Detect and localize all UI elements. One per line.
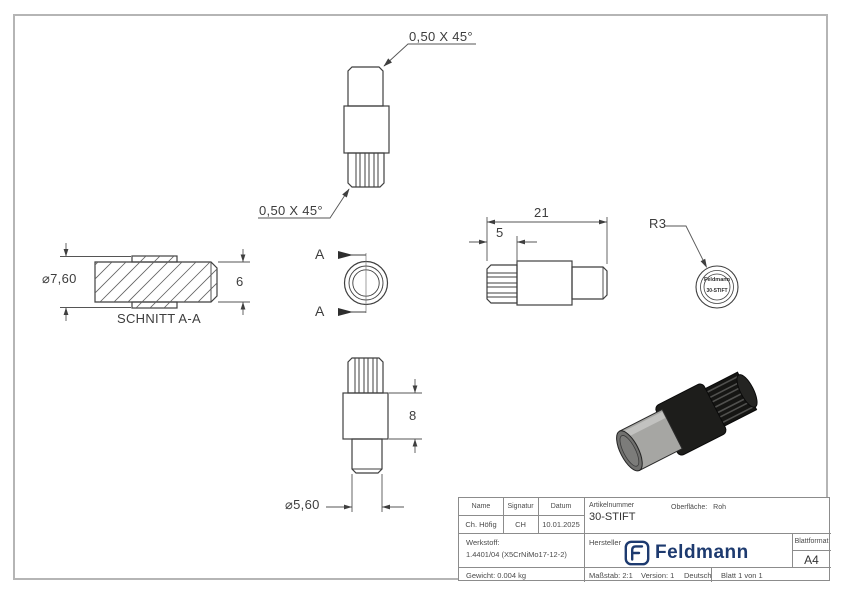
tb-divider [538,498,539,533]
feldmann-logo-icon [624,540,650,565]
tb-blattformat-value: A4 [804,553,819,567]
tb-werkstoff-value: 1.4401/04 (X5CrNiMo17-12-2) [466,550,567,559]
dim-knurl-length: 5 [496,225,504,240]
section-title: SCHNITT A-A [117,311,201,326]
tb-datum-value: 10.01.2025 [542,520,580,529]
tb-blatt: Blatt 1 von 1 [721,571,763,580]
tb-artikelnummer-label: Artikelnummer [589,502,635,509]
chamfer-callout-bottom: 0,50 X 45° [259,203,323,218]
tb-signatur-label: Signatur [507,503,534,510]
tb-oberflaeche: Oberfläche: Roh [671,504,726,511]
feldmann-logo-text: Feldmann [655,541,749,563]
tb-divider [584,498,585,582]
engraving-brand: Feldmann [704,277,730,283]
tb-divider [459,515,584,516]
section-mark-top: A [315,246,325,262]
dim-mid-height: 8 [409,408,417,423]
tb-massstab: Maßstab: 2:1 [589,571,633,580]
tb-divider [459,533,831,534]
tb-hersteller-label: Hersteller [589,538,622,547]
sheet-frame [13,14,828,580]
tb-artikelnummer-value: 30-STIFT [589,511,636,523]
dim-outer-diameter: ⌀7,60 [42,271,77,286]
dim-body-height: 6 [236,274,244,289]
tb-divider [792,533,793,567]
dim-total-length: 21 [534,205,550,220]
circular-view [338,251,389,316]
section-view [94,255,218,309]
section-mark-bottom: A [315,303,325,319]
radius-callout: R3 [649,216,667,231]
tb-sprache: Deutsch [684,571,712,580]
tb-werkstoff-label: Werkstoff: [466,538,500,547]
bottom-view-dims [326,379,422,512]
dim-pin-diameter: ⌀5,60 [285,497,320,512]
tb-divider [711,567,712,582]
tb-signatur-value: CH [515,520,526,529]
tb-blattformat-label: Blattformat [794,538,829,545]
front-view [343,66,390,188]
chamfer-leaders [258,43,476,219]
bottom-view [342,357,389,474]
pin-3d-render [616,371,758,472]
tb-name-value: Ch. Höfig [465,520,497,529]
tb-oberflaeche-value: Roh [713,504,726,511]
tb-gewicht: Gewicht: 0.004 kg [466,571,527,580]
side-view-dims [469,217,608,264]
tb-divider [459,567,831,568]
side-view [486,260,608,306]
tb-version: Version: 1 [641,571,675,580]
feldmann-logo: Feldmann [624,539,784,566]
tb-oberflaeche-label: Oberfläche: [671,504,708,511]
end-view [664,225,739,309]
tb-divider [792,550,831,551]
tb-name-label: Name [471,503,491,510]
tb-datum-label: Datum [550,503,572,510]
chamfer-callout-top: 0,50 X 45° [409,29,473,44]
engraving-article: 30-STIFT [706,288,728,294]
section-dims [60,243,250,321]
tb-divider [503,498,504,533]
title-block: Name Signatur Datum Ch. Höfig CH 10.01.2… [458,497,831,582]
